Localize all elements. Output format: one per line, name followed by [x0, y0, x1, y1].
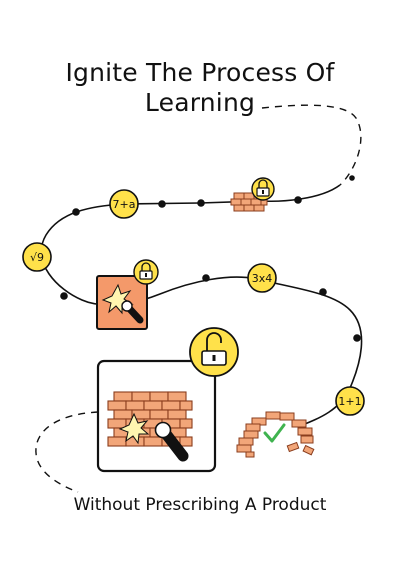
path-dot	[60, 292, 68, 300]
push-button-icon	[154, 421, 189, 462]
path-dot	[319, 288, 327, 296]
path-dot	[197, 199, 205, 207]
path-dots	[60, 175, 361, 342]
path-dot	[353, 334, 361, 342]
path-dot	[72, 208, 80, 216]
brick-wall	[107, 391, 193, 447]
milestone-label: √9	[30, 251, 44, 264]
milestone-label: 1+1	[338, 395, 361, 408]
path-dot	[202, 274, 210, 282]
broken-brick-wall	[236, 411, 315, 458]
burst-icon	[118, 412, 150, 445]
page-title-line-1: Ignite The Process Of	[65, 58, 335, 87]
milestone-sqrt-nine: √9	[22, 242, 52, 272]
page-subtitle: Without Prescribing A Product	[73, 495, 327, 515]
milestone-seven-plus-a: 7+a	[109, 189, 139, 219]
unlocked-padlock-icon	[189, 327, 239, 377]
lock-icon	[133, 259, 159, 285]
path-dot	[158, 200, 166, 208]
milestone-label: 3x4	[252, 272, 273, 285]
path-dashed-start	[261, 104, 362, 186]
milestone-three-times-four: 3x4	[247, 263, 277, 293]
page-title: Ignite The Process Of Learning	[0, 58, 400, 118]
path-dashed-end	[35, 411, 99, 493]
checkmark-icon	[263, 423, 286, 443]
milestone-one-plus-one: 1+1	[335, 386, 365, 416]
path-dot	[294, 196, 302, 204]
page-title-line-2: Learning	[144, 88, 256, 117]
burst-icon	[101, 283, 134, 315]
lock-icon	[251, 177, 275, 201]
milestone-label: 7+a	[113, 198, 136, 211]
path-dot	[349, 175, 355, 181]
push-button-icon	[121, 300, 144, 324]
button-press-tile	[96, 275, 148, 330]
brick-wall-frame	[96, 359, 217, 473]
